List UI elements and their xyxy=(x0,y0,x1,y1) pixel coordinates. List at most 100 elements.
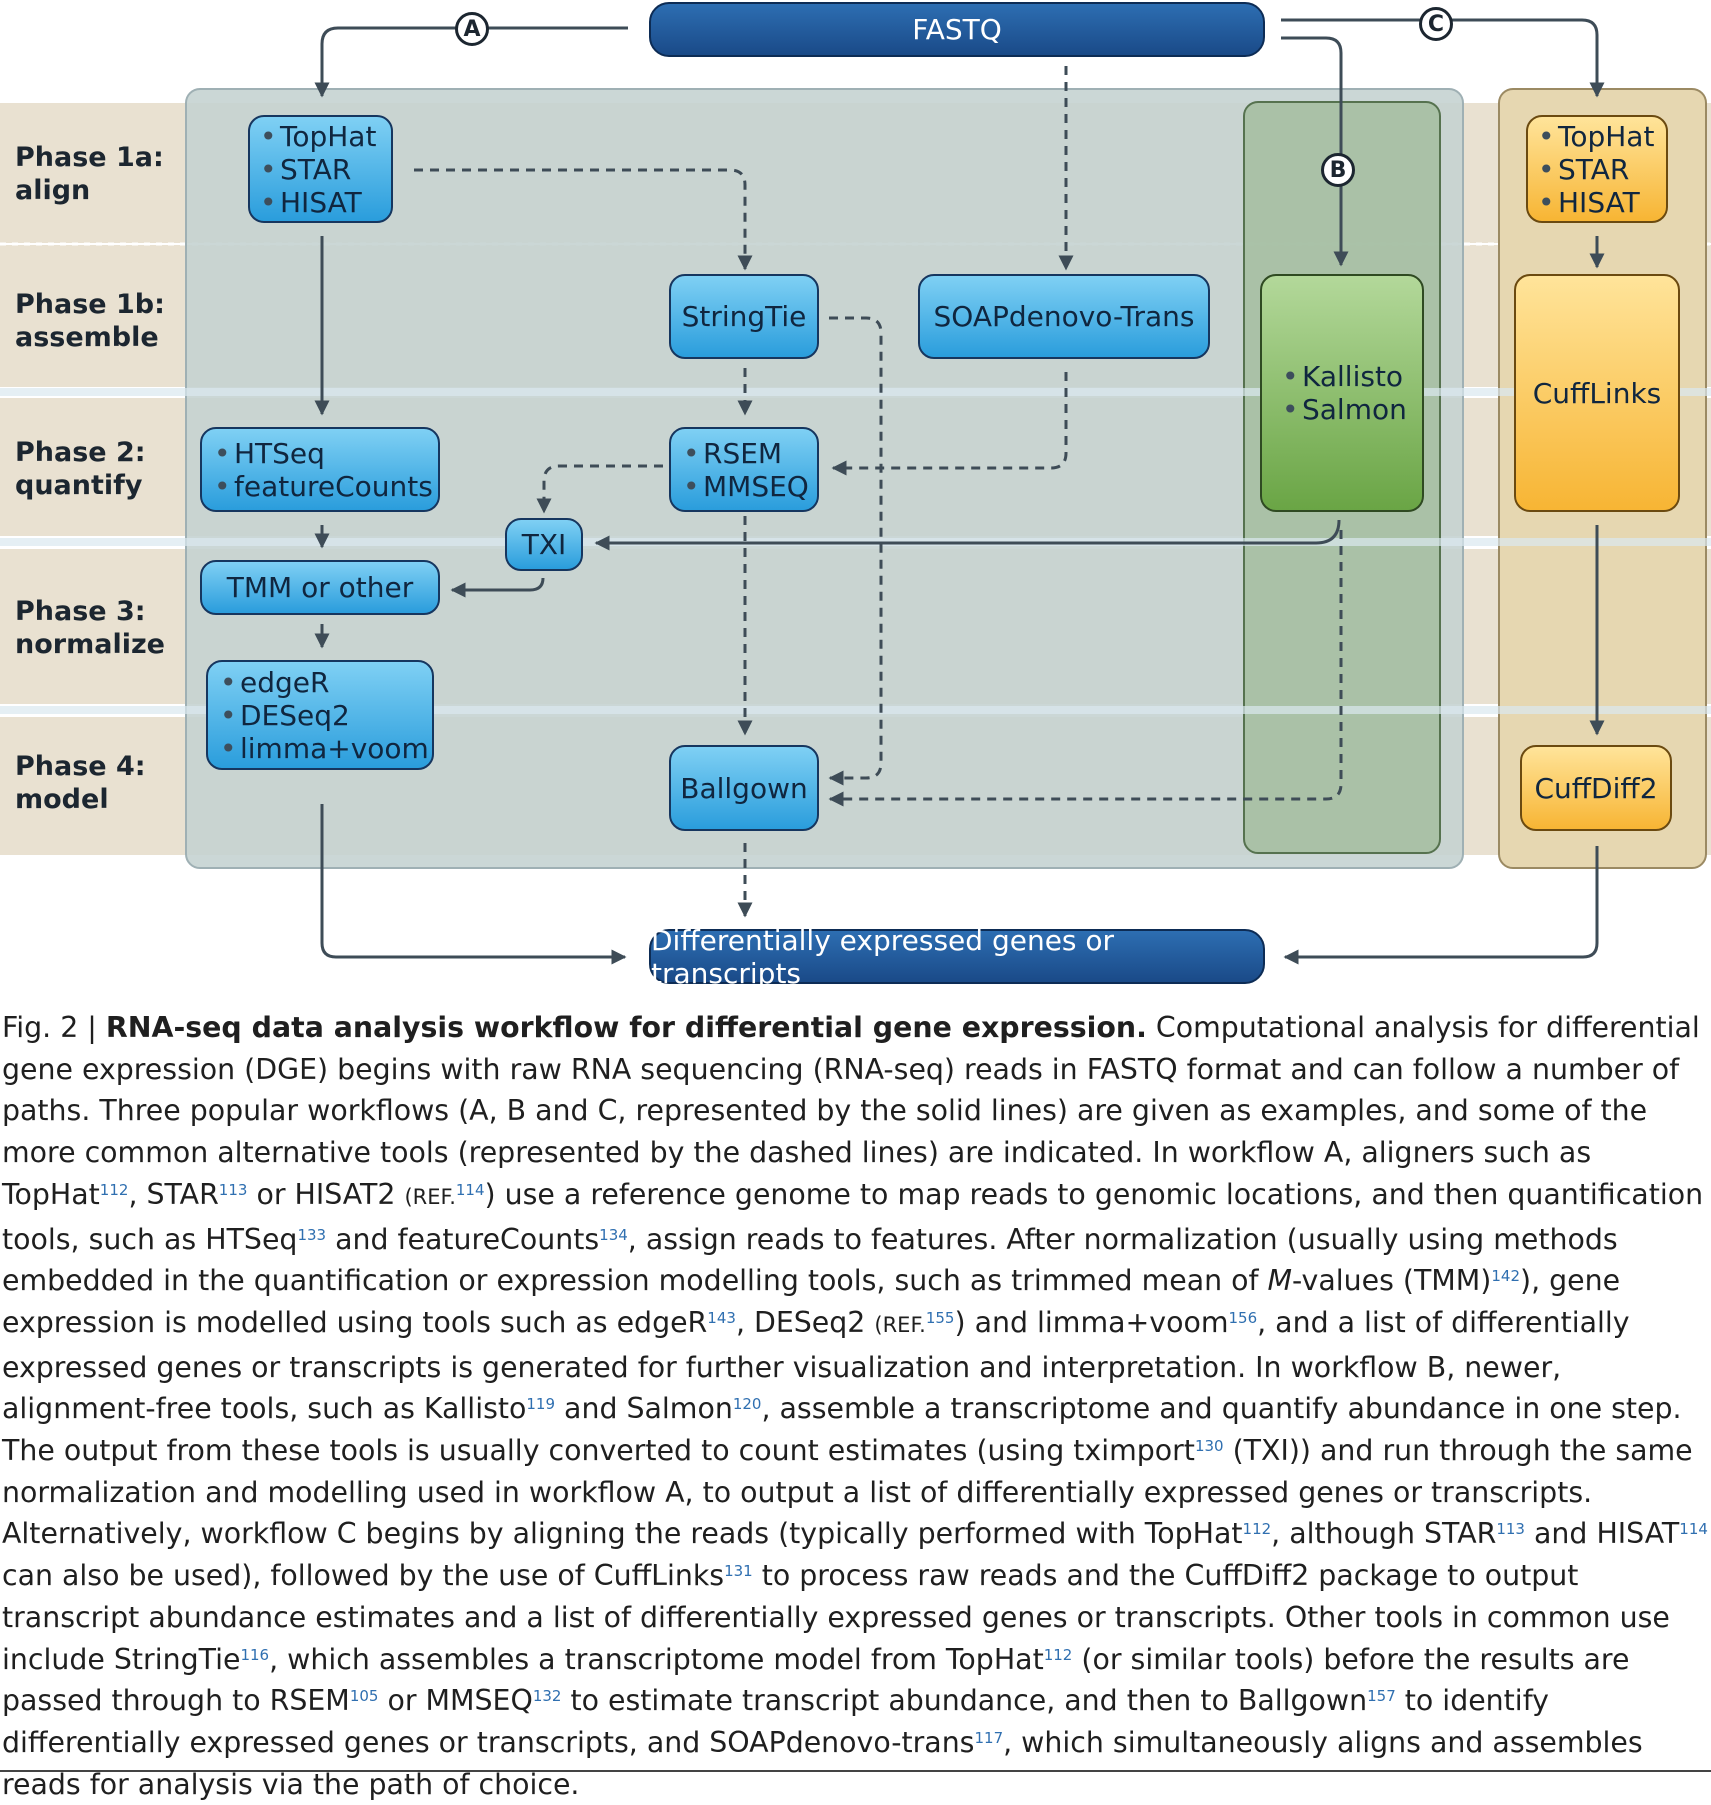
badge-b-label: B xyxy=(1329,157,1347,183)
phase-1a-label: Phase 1a:align xyxy=(15,141,164,207)
model-a-list: edgeR DESeq2 limma+voom xyxy=(220,666,429,765)
caption-text: , DESeq2 xyxy=(735,1305,875,1339)
caption-text: -values (TMM) xyxy=(1292,1264,1492,1298)
flow-b-fastq-to-kallisto xyxy=(1281,36,1349,267)
ref-132: 132 xyxy=(532,1687,562,1706)
caption-text: , and a list of differentially expressed… xyxy=(2,1305,1630,1426)
phase-1b-sub: assemble xyxy=(15,322,159,353)
ref-114: 114 xyxy=(455,1180,485,1199)
stringtie-label: StringTie xyxy=(681,300,807,333)
caption-text: , which assembles a transcriptome model … xyxy=(269,1642,1044,1676)
output-node: Differentially expressed genes or transc… xyxy=(649,924,1265,990)
caption-text: ), gene expression is modelled using too… xyxy=(2,1264,1621,1339)
ref-156: 156 xyxy=(1228,1308,1258,1327)
ref-112: 112 xyxy=(99,1180,129,1199)
alt-rsem-to-txi xyxy=(536,464,663,514)
stringtie-node: StringTie xyxy=(669,274,819,359)
normalize-a-node: TMM or other xyxy=(200,560,440,615)
caption-text: can also be used), followed by the use o… xyxy=(2,1559,725,1593)
caption-title: RNA-seq data analysis workflow for diffe… xyxy=(105,1011,1147,1044)
ref-134: 134 xyxy=(599,1225,628,1244)
ref-114: 114 xyxy=(1679,1520,1708,1539)
flow-txi-to-norm xyxy=(450,577,545,598)
aligners-a-list: TopHat STAR HISAT xyxy=(260,120,376,219)
aligner-tophat-a: TopHat xyxy=(260,120,376,153)
caption-text: and Salmon xyxy=(555,1392,733,1426)
bottom-rule xyxy=(0,1770,1711,1772)
tool-kallisto: Kallisto xyxy=(1282,360,1407,393)
ref-130: 130 xyxy=(1194,1437,1224,1456)
alt-stringtie-to-ballgown xyxy=(828,316,883,786)
caption-text: (TXI)) and run through the same normaliz… xyxy=(2,1434,1693,1551)
phase-1b-label: Phase 1b:assemble xyxy=(15,288,165,354)
ref-131: 131 xyxy=(724,1562,753,1581)
caption-text: , assemble a transcriptome and quantify … xyxy=(2,1392,1682,1468)
ref-155: 155 xyxy=(925,1308,955,1327)
caption-text: and featureCounts xyxy=(326,1222,600,1256)
model-a-node: edgeR DESeq2 limma+voom xyxy=(206,660,434,770)
workflow-diagram: Phase 1a:align Phase 1b:assemble Phase 2… xyxy=(0,0,1711,990)
aligners-c-list: TopHat STAR HISAT xyxy=(1538,120,1654,219)
alt-align-to-stringtie xyxy=(414,168,753,271)
phase-4-sub: model xyxy=(15,784,109,815)
phase-2-sub: quantify xyxy=(15,470,143,501)
ref-113: 113 xyxy=(1496,1520,1525,1539)
aligner-star-c: STAR xyxy=(1538,153,1654,186)
ref-143: 143 xyxy=(707,1308,736,1327)
cuffdiff-node: CuffDiff2 xyxy=(1520,745,1672,831)
caption-text: to estimate transcript abundance, and th… xyxy=(561,1684,1368,1718)
ref-113: 113 xyxy=(218,1180,248,1199)
txi-node: TXI xyxy=(505,518,583,571)
fastq-node: FASTQ xyxy=(649,2,1265,57)
rsem-list: RSEM MMSEQ xyxy=(683,437,809,503)
cufflinks-node: CuffLinks xyxy=(1514,274,1680,512)
ref-120: 120 xyxy=(732,1395,762,1414)
phase-4-label: Phase 4:model xyxy=(15,750,146,816)
soapdenovo-label: SOAPdenovo-Trans xyxy=(933,300,1195,333)
caption-text: , assign reads to features. After normal… xyxy=(2,1222,1618,1298)
ref-prefix: (REF. xyxy=(874,1312,926,1337)
ref-119: 119 xyxy=(526,1395,556,1414)
fastq-label: FASTQ xyxy=(912,13,1002,46)
phase-1a-sub: align xyxy=(15,175,91,206)
tool-limma-voom: limma+voom xyxy=(220,732,429,765)
ref-prefix: (REF. xyxy=(404,1184,456,1209)
phase-2-title: Phase 2: xyxy=(15,437,146,468)
ballgown-label: Ballgown xyxy=(680,771,808,805)
figure-caption: Fig. 2 | RNA-seq data analysis workflow … xyxy=(2,1007,1708,1805)
ref-142: 142 xyxy=(1491,1267,1521,1286)
rsem-node: RSEM MMSEQ xyxy=(669,427,819,512)
phase-3-title: Phase 3: xyxy=(15,596,146,627)
output-label: Differentially expressed genes or transc… xyxy=(651,923,1115,990)
quantify-a-list: HTSeq featureCounts xyxy=(214,437,433,503)
aligners-a-node: TopHat STAR HISAT xyxy=(248,115,393,223)
alt-kallisto-to-ballgown xyxy=(828,530,1343,807)
quantify-a-node: HTSeq featureCounts xyxy=(200,427,440,512)
caption-text: , STAR xyxy=(128,1177,219,1211)
tool-htseq: HTSeq xyxy=(214,437,433,470)
flow-c-cuffdiff-to-output xyxy=(1283,846,1599,965)
caption-text: to identify differentially expressed gen… xyxy=(2,1684,1549,1759)
tool-featurecounts: featureCounts xyxy=(214,470,433,503)
flow-a-model-to-output xyxy=(320,804,627,965)
ref-116: 116 xyxy=(240,1645,270,1664)
aligners-c-node: TopHat STAR HISAT xyxy=(1526,115,1668,223)
caption-text: ) and limma+voom xyxy=(954,1305,1229,1339)
tool-salmon: Salmon xyxy=(1282,393,1407,426)
caption-fig-label: Fig. 2 | xyxy=(2,1011,106,1044)
badge-c-label: C xyxy=(1427,11,1445,37)
flow-a-fastq-to-align xyxy=(314,26,628,98)
ref-133: 133 xyxy=(297,1225,327,1244)
badge-a-label: A xyxy=(463,16,481,42)
phase-2-label: Phase 2:quantify xyxy=(15,436,146,502)
tool-edger: edgeR xyxy=(220,666,429,699)
kallisto-salmon-node: Kallisto Salmon xyxy=(1260,274,1424,512)
aligner-tophat-c: TopHat xyxy=(1538,120,1654,153)
phase-1a-title: Phase 1a: xyxy=(15,142,164,173)
ref-117: 117 xyxy=(974,1728,1004,1747)
phase-1b-title: Phase 1b: xyxy=(15,289,165,320)
caption-text: ) use a reference genome to map reads to… xyxy=(2,1177,1704,1256)
workflow-b-list: Kallisto Salmon xyxy=(1282,360,1407,426)
caption-text: or HISAT2 xyxy=(247,1177,405,1211)
caption-italic-m: M xyxy=(1267,1264,1293,1298)
